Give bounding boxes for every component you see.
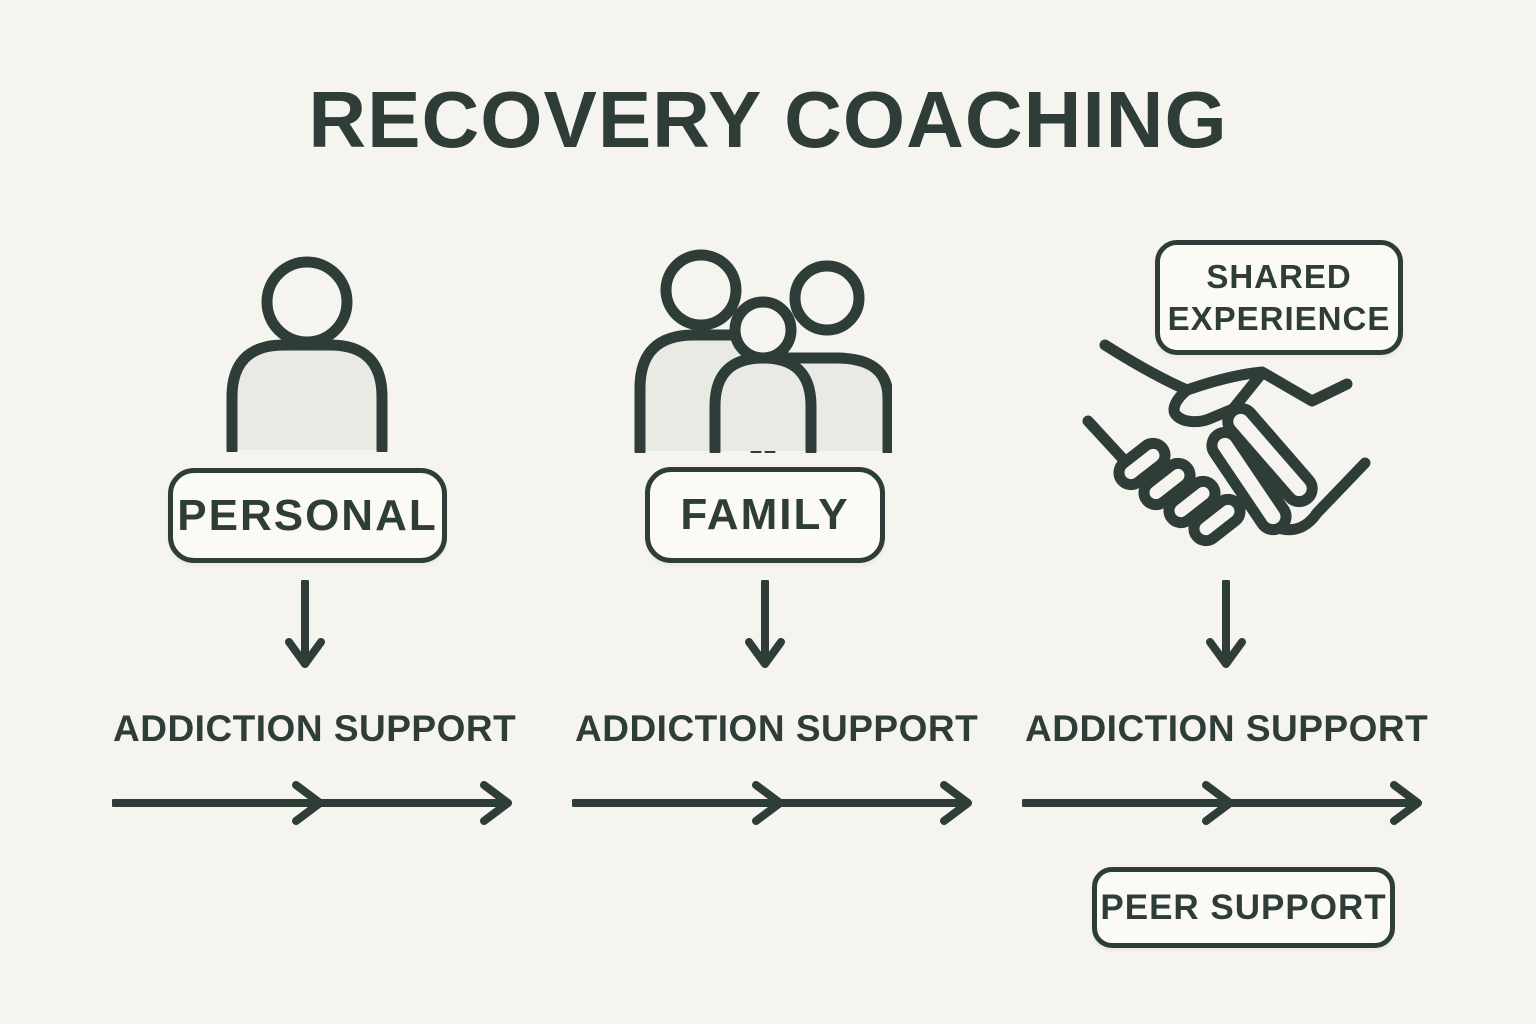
down-arrow-icon-shared (1206, 580, 1246, 668)
family-icon (634, 249, 892, 453)
diagram-title: RECOVERY COACHING (308, 75, 1228, 164)
down-arrow-icon-personal (285, 580, 325, 668)
shared-experience-label-line1: SHARED (1206, 258, 1352, 296)
flow-arrow-icon-family (572, 781, 972, 825)
addiction-support-label-family: ADDICTION SUPPORT (575, 708, 979, 749)
flow-arrow-icon-personal (112, 781, 512, 825)
flow-arrow-icon-shared (1022, 781, 1422, 825)
addiction-support-label-shared: ADDICTION SUPPORT (1025, 708, 1429, 749)
down-arrow-icon-family (745, 580, 785, 668)
handshake-icon (1082, 339, 1371, 547)
shared-experience-label-box: SHARED EXPERIENCE (1155, 240, 1403, 355)
personal-label: PERSONAL (177, 490, 438, 540)
family-label: FAMILY (680, 490, 850, 539)
family-label-box: FAMILY (645, 467, 885, 563)
peer-support-label: PEER SUPPORT (1100, 887, 1387, 927)
addiction-support-label-personal: ADDICTION SUPPORT (113, 708, 517, 749)
peer-support-label-box: PEER SUPPORT (1092, 867, 1395, 948)
personal-label-box: PERSONAL (168, 468, 447, 563)
shared-experience-label-line2: EXPERIENCE (1167, 299, 1391, 337)
person-icon (226, 256, 388, 452)
